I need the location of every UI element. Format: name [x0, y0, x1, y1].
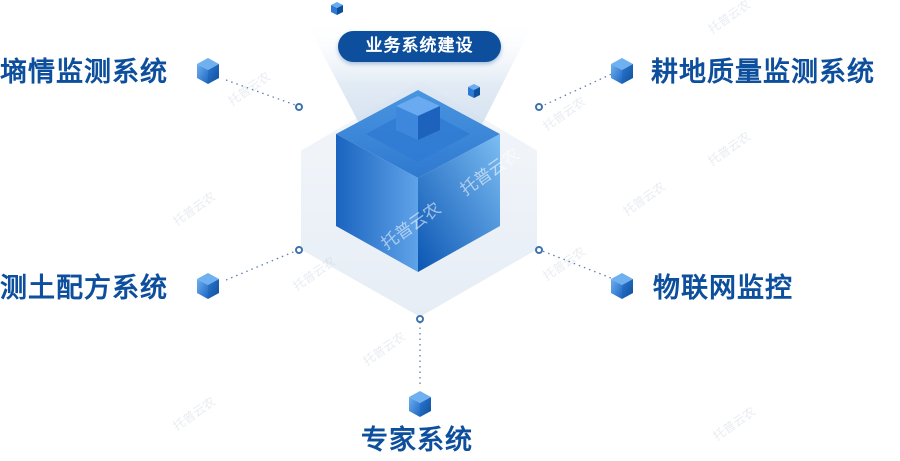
- system-label-farmland-quality[interactable]: 耕地质量监测系统: [651, 57, 875, 88]
- system-label-soil-testing[interactable]: 测土配方系统: [0, 273, 168, 304]
- cube-icon-bottom: [409, 391, 431, 417]
- center-title-badge: 业务系统建设: [338, 31, 501, 62]
- system-label-soil-moisture[interactable]: 墒情监测系统: [0, 57, 168, 88]
- cube-icon-middle-right: [611, 273, 633, 299]
- system-label-expert-system[interactable]: 专家系统: [361, 425, 473, 456]
- cube-icon-top-right: [611, 58, 633, 84]
- cube-icon-middle-left: [197, 273, 219, 299]
- floating-cube-right: [468, 84, 480, 98]
- cube-icon-top-left: [197, 58, 219, 84]
- system-label-iot-monitoring[interactable]: 物联网监控: [653, 273, 793, 304]
- floating-cube-top: [331, 2, 343, 15]
